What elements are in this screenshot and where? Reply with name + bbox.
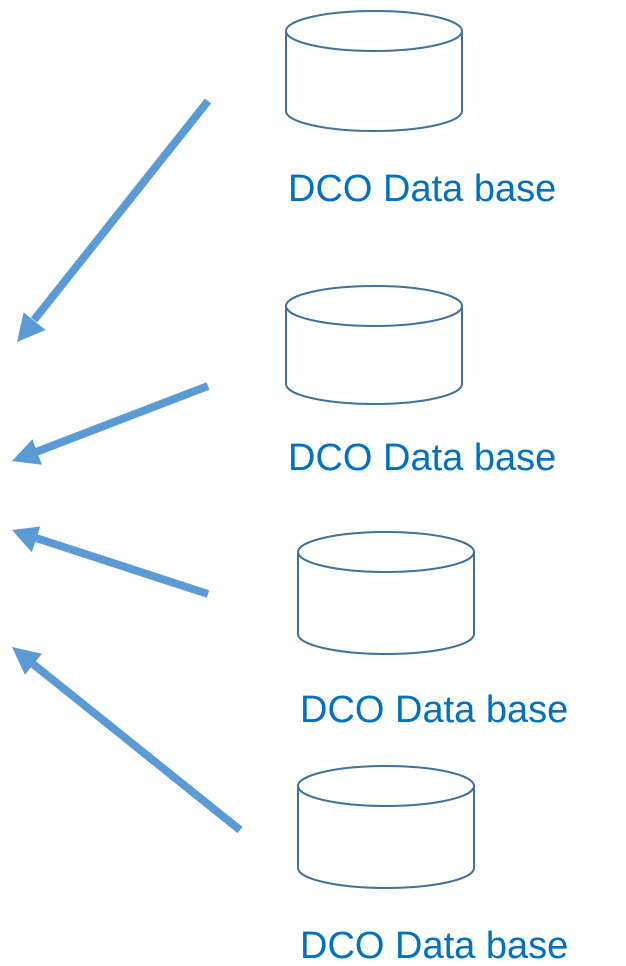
database-cylinder-icon [297, 531, 475, 655]
arrow-4-icon [12, 647, 243, 834]
database-label: DCO Data base [300, 689, 568, 731]
database-cylinder-icon [285, 285, 463, 405]
database-label: DCO Data base [300, 925, 568, 966]
database-3: DCO Data base [297, 531, 568, 731]
database-cylinder-icon [285, 10, 463, 132]
database-2: DCO Data base [285, 285, 556, 479]
database-1: DCO Data base [285, 10, 556, 210]
database-label: DCO Data base [288, 168, 556, 210]
database-cylinder-icon [297, 765, 475, 889]
arrow-2-icon [12, 382, 210, 465]
database-label: DCO Data base [288, 437, 556, 479]
arrow-1-icon [17, 98, 212, 342]
database-4: DCO Data base [297, 765, 568, 966]
arrow-3-icon [12, 526, 210, 598]
